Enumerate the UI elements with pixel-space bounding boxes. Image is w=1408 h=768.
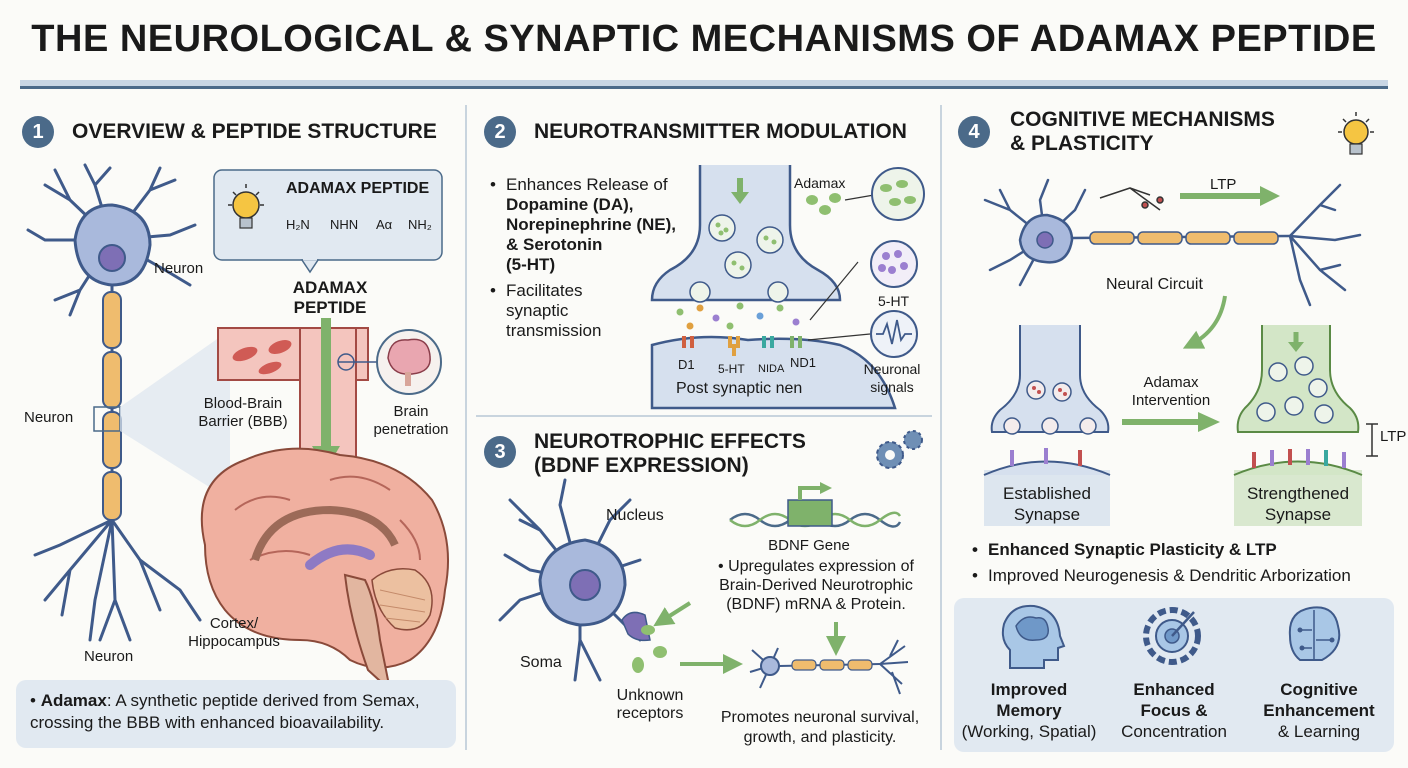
page-title: THE NEUROLOGICAL & SYNAPTIC MECHANISMS O… [31, 18, 1377, 60]
neurotransmitter-dots [676, 302, 800, 330]
benefits-panel [954, 598, 1394, 752]
s2-bullet-1-bold: Dopamine (DA), Norepinephrine (NE), & Se… [506, 195, 677, 274]
promotes-label: Promotes neuronal survival, growth, and … [720, 709, 920, 746]
small-neuron [749, 639, 909, 695]
established-synapse [983, 325, 1111, 526]
neuron-label-left: Neuron [24, 409, 74, 426]
benefit-focus: Enhanced Focus & Concentration [1100, 679, 1248, 742]
adamax-label: Adamax [794, 175, 846, 191]
receptor-nd1: ND1 [790, 355, 817, 370]
benefit-focus-title: Enhanced Focus & [1133, 680, 1215, 720]
section-number-3: 3 [484, 436, 516, 468]
strengthened-synapse [1233, 325, 1378, 526]
header-rule [20, 80, 1388, 89]
bdnf-bullet: • Upregulates expression of Brain-Derive… [718, 558, 914, 613]
benefit-cognitive: Cognitive Enhancement & Learning [1244, 679, 1394, 742]
section-2-title: NEUROTRANSMITTER MODULATION [534, 120, 907, 143]
formula-h2n: H₂N [286, 217, 310, 232]
circuit-myelin [1089, 231, 1279, 245]
dna-helix [729, 482, 902, 528]
gears-icon [876, 430, 923, 469]
s4-bullets: Enhanced Synaptic Plasticity & LTP Impro… [972, 540, 1392, 592]
zoom-cone [120, 330, 230, 500]
peptide-callout [213, 169, 443, 274]
neuron-label-bottom: Neuron [84, 648, 134, 665]
receptor-nida: NIDA [758, 363, 785, 375]
lightbulb-icon [228, 184, 264, 229]
benefit-memory-sub: (Working, Spatial) [961, 722, 1097, 741]
ltp-arrow [1180, 186, 1280, 206]
neuronal-signal-circle [807, 310, 918, 358]
serotonin-circle [809, 240, 918, 321]
head-brain-icon [1001, 604, 1066, 669]
postsynaptic-label: Post synaptic nen [676, 380, 803, 397]
ltp-side-label: LTP [1380, 428, 1407, 445]
s4-bullet-2: Improved Neurogenesis & Dendritic Arbori… [972, 566, 1392, 586]
s4-bullet-1: Enhanced Synaptic Plasticity & LTP [972, 540, 1392, 560]
receptor-d1: D1 [678, 357, 695, 372]
adamax-note: • Adamax: A synthetic peptide derived fr… [16, 680, 456, 748]
section-dividers [465, 105, 942, 750]
electrode [1099, 187, 1164, 211]
nucleus-label: Nucleus [606, 507, 664, 524]
receptors [682, 336, 802, 356]
peptide-label: ADAMAX PEPTIDE [292, 278, 368, 317]
benefit-cognitive-sub: & Learning [1277, 722, 1361, 741]
brain-magnifier [337, 329, 442, 395]
brain-circuit-icon [1288, 606, 1341, 661]
5ht-label: 5-HT [878, 293, 910, 309]
cortex-label: Cortex/ Hippocampus [188, 615, 280, 650]
section-number-4: 4 [958, 116, 990, 148]
callout-title: ADAMAX PEPTIDE [286, 180, 430, 197]
section-3-title: NEUROTROPHIC EFFECTS (BDNF EXPRESSION) [534, 430, 806, 477]
strengthened-label: Strengthened Synapse [1246, 484, 1350, 524]
s2-bullet-2: Facilitates synaptic transmission [490, 281, 690, 341]
neuron-label-top: Neuron [154, 260, 204, 277]
intervention-arrow [1122, 412, 1220, 432]
intervention-label: Adamax Intervention [1131, 374, 1211, 409]
bdnf-neuron [498, 478, 642, 682]
bulb-icon-s4 [1338, 112, 1374, 155]
note-text: : A synthetic peptide derived from Semax… [30, 691, 420, 732]
bdnf-bullet-text: Upregulates expression of Brain-Derived … [719, 558, 914, 613]
bbb-label: Blood-Brain Barrier (BBB) [198, 395, 288, 430]
bdnf-arrows [680, 622, 846, 674]
neuron-illustration [26, 163, 202, 642]
brain-illustration [200, 447, 450, 693]
benefit-memory-title: Improved Memory [990, 680, 1068, 720]
s2-bullet-1-pre: Enhances Release of [506, 175, 668, 194]
target-gear-icon [1143, 607, 1201, 665]
benefit-focus-sub: Concentration [1121, 722, 1227, 741]
neural-circuit-label: Neural Circuit [1106, 276, 1203, 293]
note-bold: Adamax [40, 691, 107, 710]
adamax-molecules [806, 167, 925, 221]
section-number-2: 2 [484, 116, 516, 148]
ltp-label: LTP [1210, 176, 1237, 193]
formula-nhn: NHN [330, 217, 359, 232]
bdnf-receptors [621, 601, 692, 673]
benefit-memory: Improved Memory (Working, Spatial) [954, 679, 1104, 742]
section-number-1: 1 [22, 116, 54, 148]
presynaptic-terminal [650, 165, 842, 303]
section-4-title: COGNITIVE MECHANISMS & PLASTICITY [1010, 108, 1275, 155]
signals-label: Neuronal signals [863, 361, 921, 395]
brain-penetration-label: Brain penetration [373, 403, 449, 438]
receptor-5ht: 5-HT [718, 362, 745, 376]
soma-label: Soma [520, 654, 562, 671]
neuron-soma [73, 203, 152, 287]
established-label: Established Synapse [1003, 484, 1091, 524]
circuit-down-arrow [1182, 295, 1227, 349]
unknown-receptors-label: Unknown receptors [616, 687, 684, 722]
section-1-title: OVERVIEW & PEPTIDE STRUCTURE [72, 120, 437, 143]
benefit-cognitive-title: Cognitive Enhancement [1263, 680, 1375, 720]
formula-nh2: NH₂ [408, 217, 432, 232]
formula-aa: Aα [376, 217, 393, 232]
neuron-axon [93, 285, 122, 521]
bdnf-gene-label: BDNF Gene [768, 537, 850, 554]
